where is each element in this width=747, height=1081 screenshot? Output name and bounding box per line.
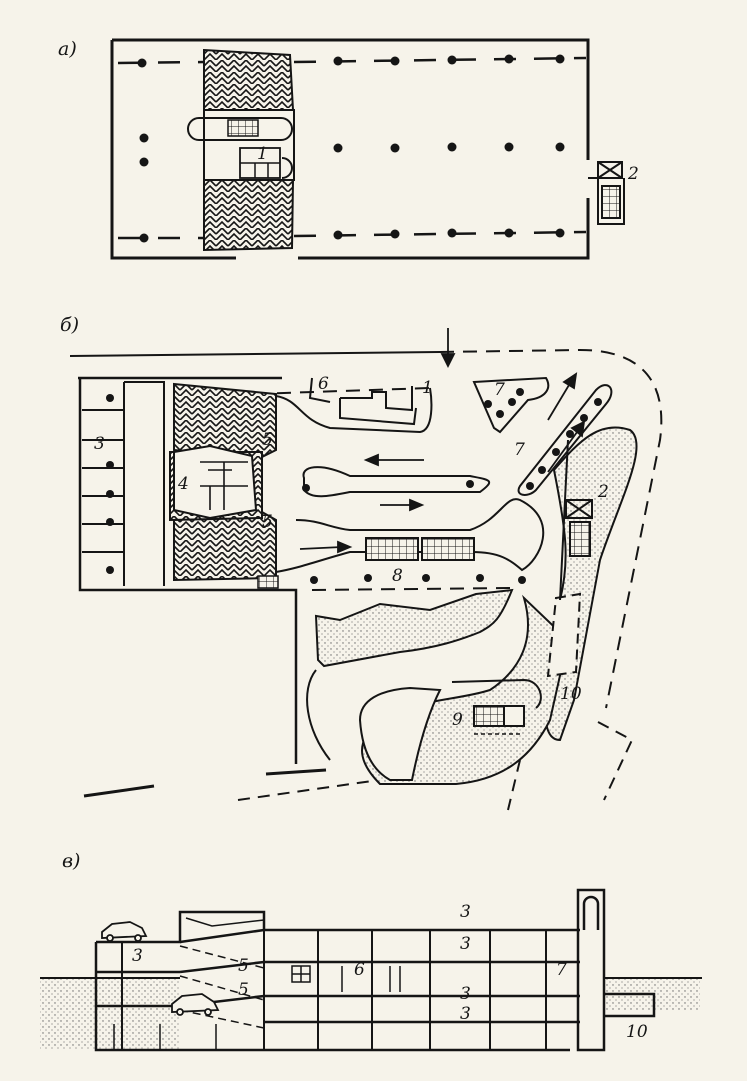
plan-a-ramp [187, 48, 295, 252]
callout-b-7-top: 7 [494, 380, 505, 400]
callout-c-3-third: 3 [460, 984, 471, 1004]
callout-b-6: 6 [318, 374, 329, 394]
callout-b-3: 3 [94, 434, 105, 454]
plan-b-building-6 [308, 377, 417, 426]
callout-b-8: 8 [392, 566, 403, 586]
callout-b-4: 4 [178, 474, 189, 494]
callout-b-9: 9 [452, 710, 463, 730]
callout-b-10: 10 [560, 684, 582, 704]
plan-b-arrows [299, 328, 586, 554]
section-c-columns [121, 930, 547, 1050]
callout-a-1: 1 [257, 144, 268, 164]
plan-a-outer-wall [110, 38, 590, 260]
callout-c-3-second: 3 [460, 934, 471, 954]
callout-b-1: 1 [422, 378, 433, 398]
panel-a-label: а) [58, 38, 77, 60]
callout-c-3-bottom: 3 [460, 1004, 471, 1024]
plan-b-lot [275, 387, 545, 573]
callout-b-5-bottom: 5 [262, 512, 273, 532]
plan-b-boundary [69, 348, 663, 811]
panel-b-label: б) [60, 314, 80, 336]
section-c-tower [576, 888, 656, 1052]
plan-b-stalls [82, 381, 165, 586]
callout-c-3-top: 3 [460, 902, 471, 922]
plan-b-road [306, 439, 569, 761]
callout-a-2: 2 [628, 164, 639, 184]
plan-b-green-areas [314, 426, 638, 785]
panel-c-label: в) [62, 850, 81, 872]
callout-c-5-lower: 5 [238, 980, 249, 1000]
plan-b-island-7 [472, 376, 613, 496]
callout-c-7: 7 [556, 960, 567, 980]
plan-a-stair-2 [588, 161, 625, 225]
section-c-interior [113, 965, 401, 1050]
callout-c-10: 10 [626, 1022, 648, 1042]
plan-b-ramp [169, 382, 279, 589]
callout-c-6: 6 [354, 960, 365, 980]
plan-b-stair-2 [565, 499, 593, 557]
plan-b-stall-columns [106, 394, 114, 574]
callout-b-5-top: 5 [262, 430, 273, 450]
section-c-cars [101, 921, 220, 1016]
plan-a-dashed-lines [117, 56, 587, 240]
plan-b-building-8 [365, 537, 475, 561]
callout-c-5-upper: 5 [238, 956, 249, 976]
callout-b-7-mid: 7 [514, 440, 525, 460]
section-c-ground [40, 977, 702, 1050]
plan-a-columns [137, 54, 565, 243]
plan-b-building-9 [473, 705, 525, 735]
plan-b-columns [302, 480, 526, 584]
callout-b-2: 2 [598, 482, 609, 502]
callout-c-3-left: 3 [132, 946, 143, 966]
section-c-structure [94, 910, 580, 1052]
